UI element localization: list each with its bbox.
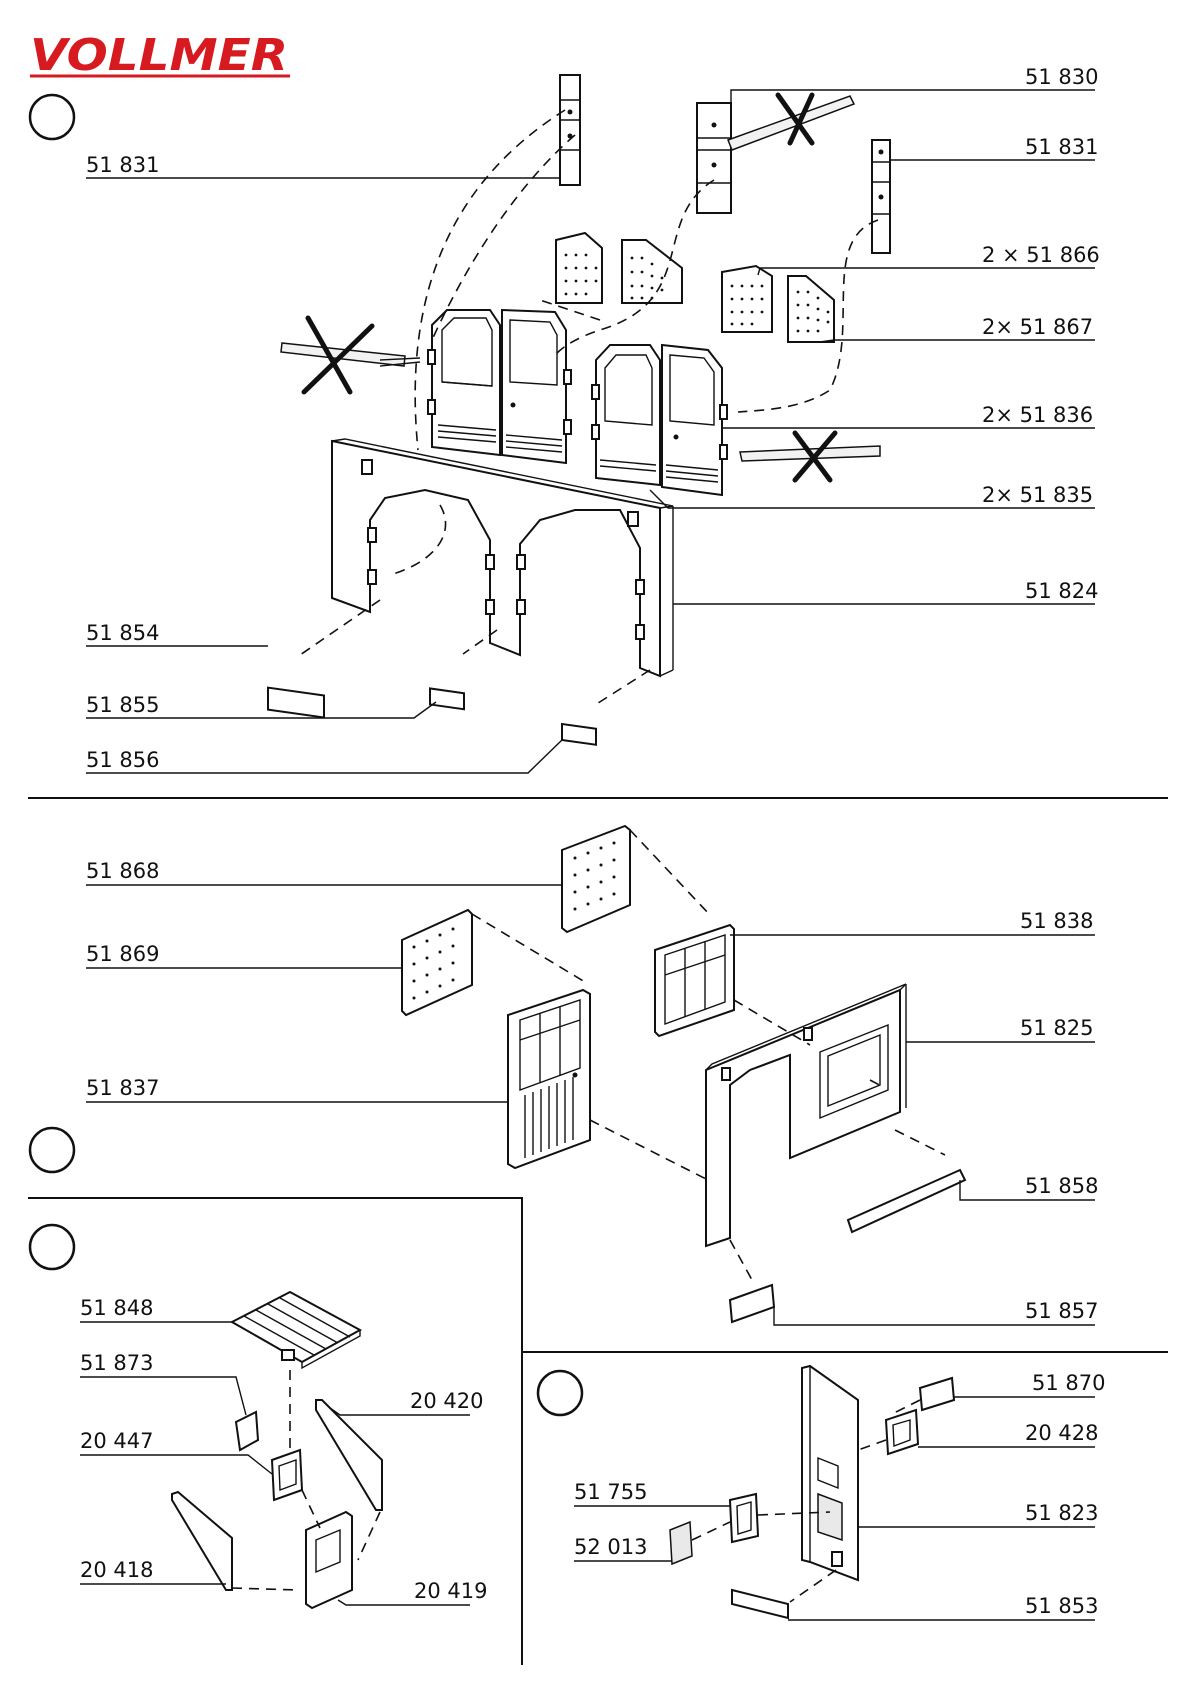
- leader-lines-1: [86, 90, 1095, 773]
- frame-51870: [920, 1378, 954, 1410]
- pillar-51830: [697, 95, 854, 213]
- label-51866: 2 × 51 866: [982, 243, 1100, 267]
- label-51831-left: 51 831: [86, 153, 159, 177]
- strip-51858: [848, 1170, 965, 1232]
- front-20419: [306, 1512, 352, 1608]
- base-strip-51854: [268, 688, 324, 718]
- base-51853: [732, 1590, 788, 1618]
- step-circle-1: [30, 95, 74, 139]
- pane-52013: [670, 1522, 692, 1564]
- label-20420: 20 420: [410, 1389, 483, 1413]
- vollmer-logo-text: VOLLMER: [30, 30, 288, 81]
- section-1: 51 831 51 830 51 831 2 × 51 866 2× 51 86…: [30, 65, 1100, 773]
- label-51870: 51 870: [1032, 1371, 1105, 1395]
- label-51857: 51 857: [1025, 1299, 1098, 1323]
- window-pane-51867-a: [622, 240, 682, 303]
- label-20418: 20 418: [80, 1558, 153, 1582]
- door-pair-left: [281, 310, 571, 463]
- frame-51755: [730, 1494, 758, 1542]
- label-51858: 51 858: [1025, 1174, 1098, 1198]
- label-51835: 2× 51 835: [982, 483, 1093, 507]
- label-51855: 51 855: [86, 693, 159, 717]
- label-51825: 51 825: [1020, 1016, 1093, 1040]
- assembly-paths-1: [300, 110, 878, 705]
- label-20428: 20 428: [1025, 1421, 1098, 1445]
- door-pair-right: [592, 345, 880, 495]
- label-51848: 51 848: [80, 1296, 153, 1320]
- window-pane-51869: [402, 910, 472, 1015]
- label-52013: 52 013: [574, 1535, 647, 1559]
- label-51824: 51 824: [1025, 579, 1098, 603]
- roof-51848: [232, 1292, 360, 1368]
- section-2: 51 868 51 869 51 837 51 838 51 825 51 85…: [30, 826, 1098, 1325]
- section-3: 51 848 51 873 20 447 20 420 20 418 20 41…: [30, 1225, 487, 1608]
- label-51836: 2× 51 836: [982, 403, 1093, 427]
- step-circle-4: [538, 1371, 582, 1415]
- panel-20420: [316, 1400, 382, 1510]
- piece-51857: [730, 1285, 774, 1322]
- label-51854: 51 854: [86, 621, 159, 645]
- label-20419: 20 419: [414, 1579, 487, 1603]
- label-51838: 51 838: [1020, 909, 1093, 933]
- pillar-51831-right: [872, 140, 890, 253]
- label-51873: 51 873: [80, 1351, 153, 1375]
- label-51823: 51 823: [1025, 1501, 1098, 1525]
- base-strip-51855: [430, 688, 464, 709]
- base-strip-51856: [562, 724, 596, 745]
- label-51856: 51 856: [86, 748, 159, 772]
- label-51868: 51 868: [86, 859, 159, 883]
- door-51837: [508, 990, 590, 1168]
- vollmer-logo: VOLLMER: [26, 30, 292, 81]
- window-pane-51868: [562, 826, 630, 932]
- label-51830: 51 830: [1025, 65, 1098, 89]
- label-51755: 51 755: [574, 1480, 647, 1504]
- window-pane-51866-b: [722, 266, 772, 332]
- box-51873: [236, 1412, 258, 1450]
- label-51837: 51 837: [86, 1076, 159, 1100]
- window-51838: [655, 925, 734, 1036]
- frame-20447: [272, 1450, 302, 1500]
- section-4: 51 870 20 428 51 755 52 013 51 823 51 85…: [538, 1366, 1105, 1620]
- label-51831-right: 51 831: [1025, 135, 1098, 159]
- step-circle-3: [30, 1225, 74, 1269]
- step-circle-2: [30, 1128, 74, 1172]
- label-51869: 51 869: [86, 942, 159, 966]
- panel-20418: [172, 1492, 232, 1590]
- frame-20428: [886, 1410, 918, 1454]
- label-51853: 51 853: [1025, 1594, 1098, 1618]
- window-pane-51866-a: [556, 233, 602, 303]
- label-20447: 20 447: [80, 1429, 153, 1453]
- window-pane-51867-b: [788, 276, 834, 342]
- panel-51823: [802, 1366, 858, 1580]
- label-51867: 2× 51 867: [982, 315, 1093, 339]
- pillar-51831-left: [560, 75, 580, 185]
